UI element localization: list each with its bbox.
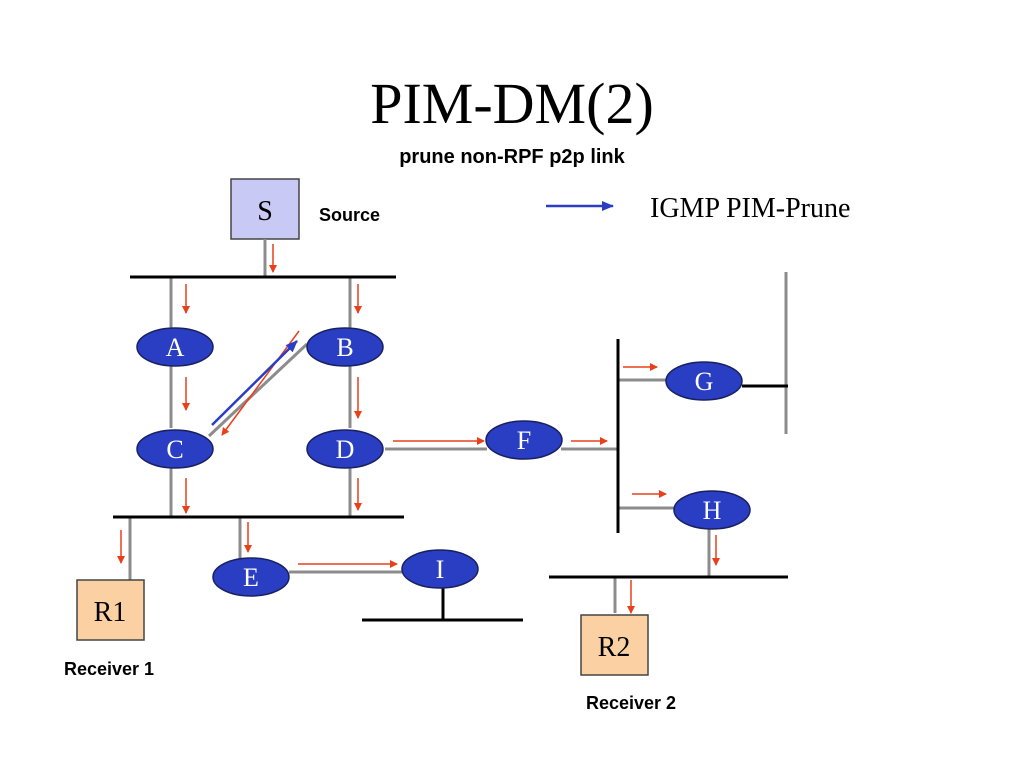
router-a: A [136,327,214,367]
router-f: F [485,420,563,460]
router-c: C [136,429,214,469]
router-g: G [665,361,743,401]
router-g-label: G [695,367,714,396]
legend-label: IGMP PIM-Prune [650,193,850,224]
router-a-label: A [166,333,185,362]
page-subtitle: prune non-RPF p2p link [399,146,625,168]
receiver-1-box-label: R1 [94,597,127,628]
router-e-label: E [243,563,259,592]
router-d: D [306,429,384,469]
router-d-label: D [336,435,355,464]
flow-arrow [221,330,300,436]
router-c-label: C [166,435,183,464]
router-h-label: H [703,496,722,525]
router-i-label: I [436,555,445,584]
prune-arrow [211,340,298,426]
router-h: H [673,490,751,530]
source-caption: Source [319,205,380,225]
links [128,239,788,613]
source-box-label: S [257,196,273,227]
receiver-2-caption: Receiver 2 [586,693,676,713]
router-f-label: F [517,426,531,455]
page-title: PIM-DM(2) [370,71,654,136]
router-e: E [212,557,290,597]
router-b-label: B [336,333,353,362]
receiver-2-box [580,614,649,676]
lan-segments [113,275,788,622]
receiver-2-box-label: R2 [598,632,631,663]
router-b: B [306,327,384,367]
router-i: I [401,549,479,589]
receiver-1-box [76,579,145,641]
receiver-1-caption: Receiver 1 [64,659,154,679]
legend: IGMP PIM-Prune [546,193,850,224]
